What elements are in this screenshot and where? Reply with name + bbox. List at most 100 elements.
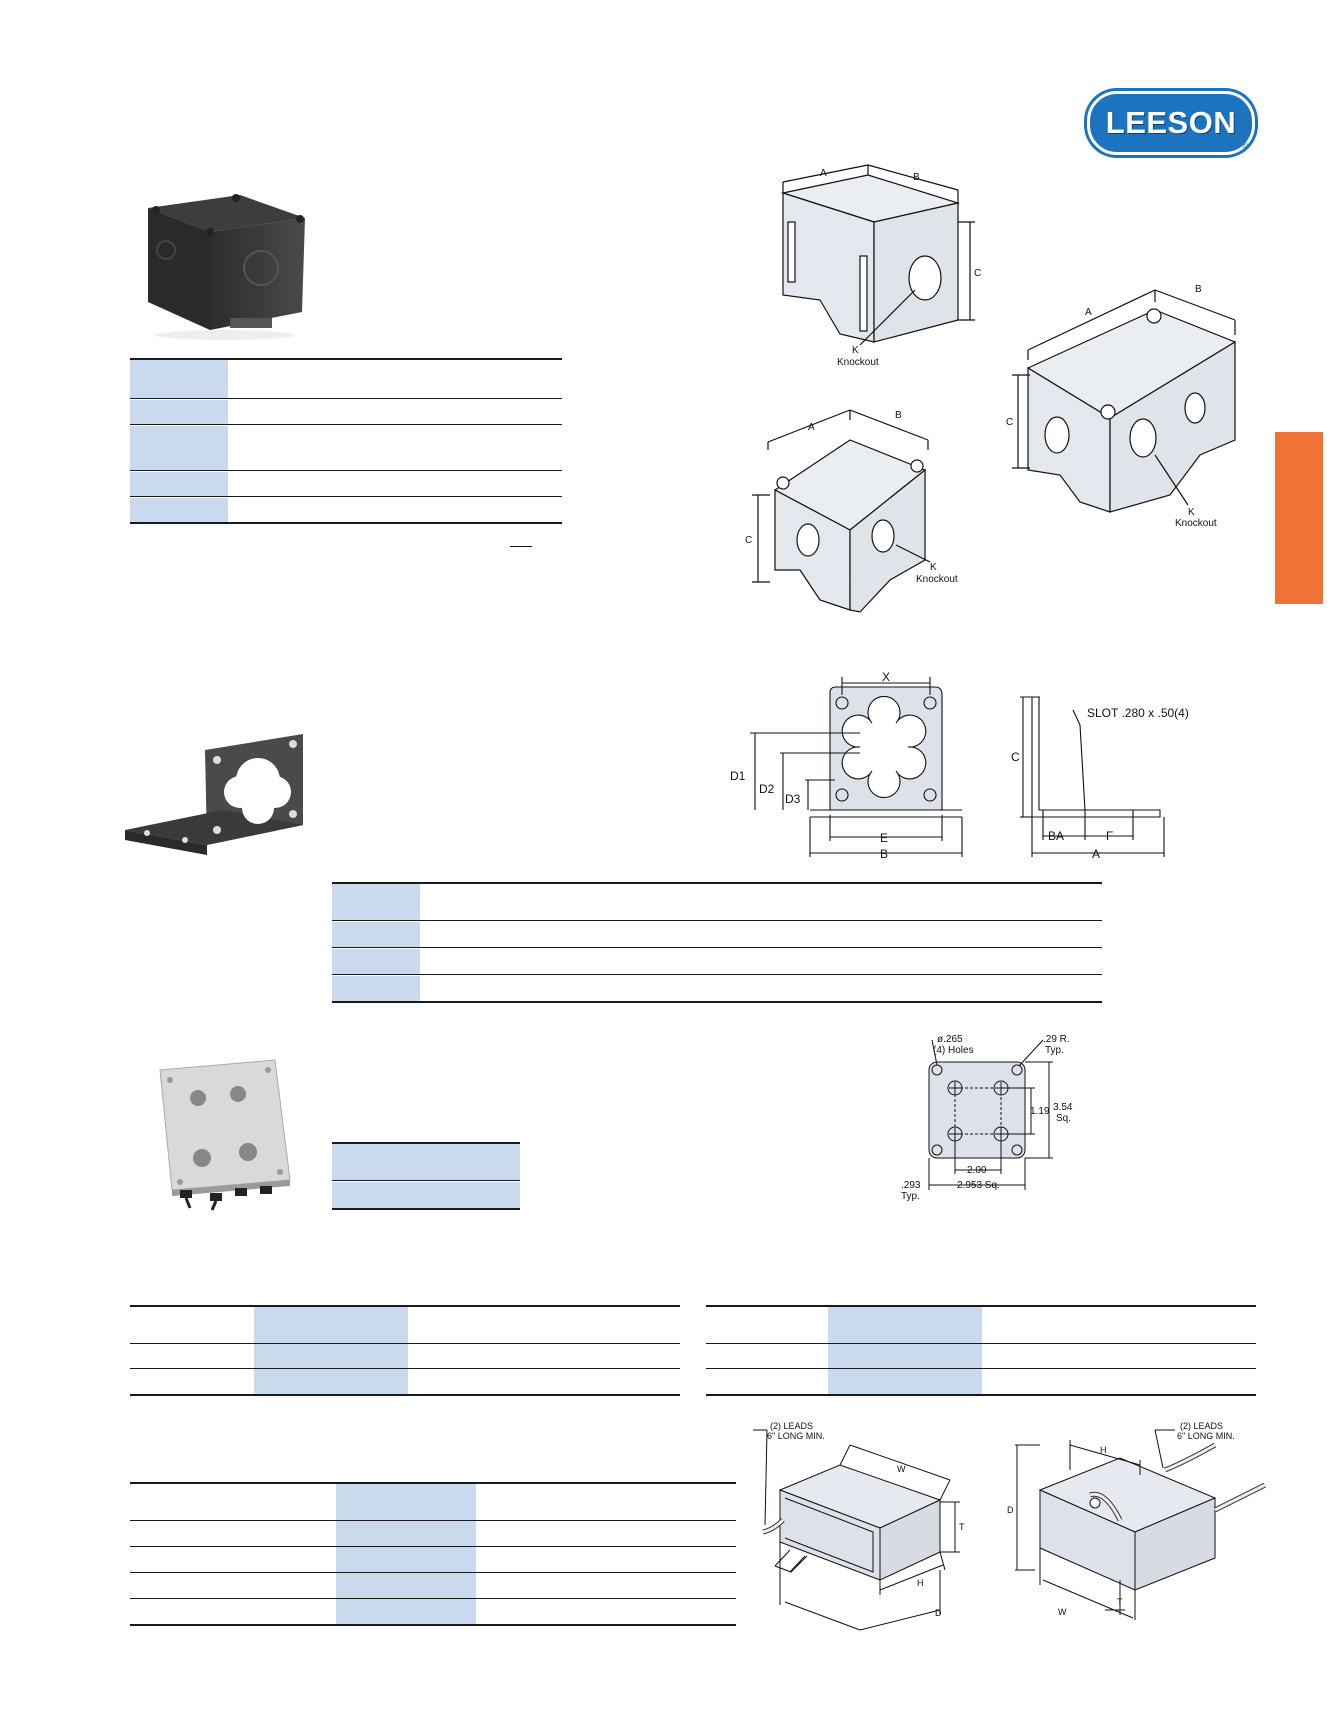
drawing1-dim-k: K (852, 345, 859, 356)
bracket-dim-e: E (880, 831, 888, 845)
cap2-dim-w: W (1058, 1607, 1067, 1617)
bracket-dim-d1: D1 (730, 769, 746, 783)
table-rule (706, 1368, 1256, 1369)
table-rule (130, 1343, 680, 1344)
mounting-bracket-photo (125, 734, 303, 855)
conduit-box-table (130, 358, 562, 530)
drawing3-dim-a: A (808, 422, 815, 433)
capacitor-table (130, 1482, 736, 1628)
table-rule (130, 1598, 736, 1599)
lower-right-table (706, 1305, 1256, 1397)
cap2-leads-length: 6" LONG MIN. (1177, 1431, 1235, 1441)
drawing1-dim-c: C (974, 268, 981, 279)
leeson-logo: LEESON (1087, 91, 1255, 155)
drawing3-dim-k: K (930, 562, 937, 573)
table-column-highlight (828, 1307, 982, 1395)
table-row-highlight (332, 976, 420, 1001)
table-rule (706, 1343, 1256, 1344)
cap1-dim-t: T (959, 1522, 965, 1532)
plate-spacing-dim: 2.00 (967, 1165, 987, 1176)
table-rule (130, 522, 562, 524)
bracket-dim-b: B (880, 847, 888, 861)
plate-holes-count: (4) Holes (933, 1045, 974, 1056)
plate-width-dim: 2.953 Sq. (957, 1180, 1000, 1191)
plate-radius: .29 R. (1043, 1034, 1070, 1045)
table-rule (130, 424, 562, 425)
table-rule (130, 470, 562, 471)
table-row-highlight (130, 426, 228, 470)
table-rule (332, 1180, 520, 1181)
table-row-highlight (130, 400, 228, 424)
drawing2-dim-a: A (1085, 307, 1092, 318)
cap2-dim-t: T (1117, 1597, 1123, 1607)
conduit-box-photo (148, 194, 305, 340)
table-rule (130, 496, 562, 497)
cap1-dim-w: W (897, 1464, 906, 1474)
drawing2-dim-k: K (1188, 507, 1195, 518)
drawing3-knockout-label: Knockout (916, 574, 958, 585)
drawing2-dim-b: B (1195, 284, 1202, 295)
drawing1-dim-a: A (820, 168, 827, 179)
bracket-drawing: X D1 D2 D3 E B C SLOT .280 x .50(4) BA F… (730, 670, 1189, 861)
bracket-table (332, 882, 1102, 1004)
cap2-leads-label: (2) LEADS (1180, 1421, 1223, 1431)
section-tab (1275, 432, 1323, 604)
adapter-plate-table (332, 1142, 520, 1212)
table-rule (706, 1305, 1256, 1307)
plate-edge-dim: .293 (901, 1180, 921, 1191)
bracket-dim-c: C (1011, 750, 1020, 764)
plate-side-dim: 3.54 (1053, 1102, 1073, 1113)
table-rule (130, 1624, 736, 1626)
table-row-highlight (332, 1182, 520, 1208)
table-rule (130, 1572, 736, 1573)
footnote-rule (510, 546, 532, 547)
drawing2-knockout-label: Knockout (1175, 518, 1217, 529)
drawing2-dim-c: C (1006, 417, 1013, 428)
adapter-plate-drawing: ø.265 (4) Holes .29 R. Typ. 1.19 3.54 Sq… (901, 1034, 1073, 1202)
drawing3-dim-c: C (745, 535, 752, 546)
adapter-plate-photo (159, 1059, 291, 1211)
table-rule (332, 1001, 1102, 1003)
cap1-dim-d: D (935, 1608, 942, 1618)
drawing1-knockout-label: Knockout (837, 357, 879, 368)
table-rule (130, 1305, 680, 1307)
table-row-highlight (130, 360, 228, 398)
table-row-highlight (130, 472, 228, 496)
table-rule (130, 398, 562, 399)
table-row-highlight (130, 498, 228, 522)
table-rule (332, 974, 1102, 975)
table-row-highlight (332, 949, 420, 974)
table-row-highlight (332, 922, 420, 947)
registered-mark: ® (1241, 140, 1248, 150)
plate-edge-typ: Typ. (901, 1191, 920, 1202)
bracket-dim-a: A (1092, 847, 1100, 861)
lower-left-table (130, 1305, 680, 1397)
plate-hole-dia: ø.265 (937, 1034, 963, 1045)
cap1-leads-label: (2) LEADS (770, 1421, 813, 1431)
table-column-highlight (336, 1484, 476, 1626)
table-rule (130, 1482, 736, 1484)
plate-inner-dim: 1.19 (1030, 1106, 1050, 1117)
plate-radius-typ: Typ. (1045, 1045, 1064, 1056)
bracket-slot-label: SLOT .280 x .50(4) (1087, 706, 1189, 720)
cap1-leads-length: 6" LONG MIN. (767, 1431, 825, 1441)
cap1-dim-h: H (917, 1578, 924, 1588)
conduit-box-drawings: A B C K Knockout A B C K Knockout (745, 164, 1237, 613)
bracket-dim-d3: D3 (785, 792, 801, 806)
bracket-dim-ba: BA (1048, 829, 1064, 843)
table-rule (332, 882, 1102, 884)
table-rule (130, 358, 562, 360)
bracket-dim-f: F (1106, 829, 1113, 843)
bracket-dim-x: X (882, 670, 890, 684)
table-rule (332, 1142, 520, 1144)
cap2-dim-d: D (1007, 1505, 1014, 1515)
table-row-highlight (332, 1144, 520, 1180)
capacitor-drawings: (2) LEADS 6" LONG MIN. W T H D (2) LEADS… (753, 1421, 1267, 1631)
table-rule (332, 920, 1102, 921)
table-column-highlight (254, 1307, 408, 1395)
cap2-dim-h: H (1100, 1445, 1107, 1455)
table-rule (332, 947, 1102, 948)
drawing3-dim-b: B (895, 410, 902, 421)
bracket-dim-d2: D2 (759, 782, 775, 796)
table-rule (332, 1208, 520, 1210)
